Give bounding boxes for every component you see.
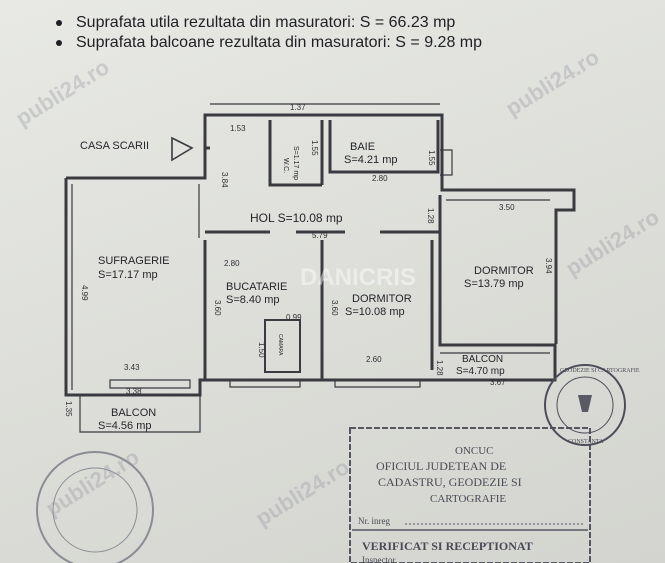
hol-label: HOL S=10.08 mp (250, 211, 343, 225)
sufragerie-name: SUFRAGERIE (98, 255, 170, 267)
dim-label: 5.79 (312, 231, 328, 240)
round-stamp-text: GEODEZIE SI CARTOGRAFIE (560, 368, 640, 374)
round-stamp-city: CONSTANTA (568, 439, 604, 445)
dim-label: 4.99 (80, 285, 89, 301)
plan-walls (64, 113, 576, 397)
stamp-cadastru: CADASTRU, GEODEZIE SI (378, 475, 522, 489)
balcony-area-text: Suprafata balcoane rezultata din masurat… (76, 34, 483, 51)
cadastre-stamp: ONCUC OFICIUL JUDETEAN DE CADASTRU, GEOD… (349, 427, 591, 563)
baie-name: BAIE (350, 141, 375, 153)
dim-label: 1.50 (257, 342, 266, 358)
dim-label: 2.80 (372, 174, 388, 183)
dim-label: 1.35 (64, 401, 73, 417)
stamp-inspector: Inspector (362, 555, 396, 563)
casa-scarii-label: CASA SCARII (80, 140, 149, 152)
camara-label: CAMARA (277, 334, 283, 356)
dim-label: 2.80 (224, 259, 240, 268)
balcon1-area: S=4.56 mp (98, 420, 152, 432)
stamp-oncuc: ONCUC (455, 445, 494, 457)
dim-label: 0.99 (286, 313, 302, 322)
balcon2-name: BALCON (462, 354, 503, 365)
baie-area: S=4.21 mp (344, 154, 398, 166)
bullet-dot (56, 39, 62, 46)
dim-label: 3.84 (220, 172, 229, 188)
dim-label: 1.37 (290, 103, 306, 112)
dormitor1-name: DORMITOR (352, 293, 412, 305)
dim-label: 3.43 (124, 363, 140, 372)
usable-area-line: Suprafata utila rezultata din masuratori… (56, 14, 455, 32)
dim-label: 3.60 (330, 300, 339, 316)
brand-watermark: DANICRIS (300, 264, 416, 291)
bullet-dot (56, 19, 62, 26)
dim-label: 1.28 (435, 360, 444, 376)
usable-area-text: Suprafata utila rezultata din masuratori… (76, 14, 456, 31)
dim-label: 1.53 (230, 124, 246, 133)
bucatarie-name: BUCATARIE (226, 281, 287, 293)
dim-label: 1.55 (427, 150, 436, 166)
dim-label: 3.67 (490, 378, 506, 387)
stamp-nr: Nr. inreg (358, 516, 390, 526)
bucatarie-area: S=8.40 mp (226, 294, 280, 306)
balcon2-area: S=4.70 mp (456, 366, 505, 377)
stamp-verificat: VERIFICAT SI RECEPTIONAT (362, 539, 533, 553)
coat-of-arms-icon (578, 395, 592, 412)
round-stamp-left (36, 451, 154, 563)
round-stamp-right: GEODEZIE SI CARTOGRAFIE CONSTANTA (544, 364, 640, 446)
dim-label: 3.60 (213, 300, 222, 316)
sufragerie-area: S=17.17 mp (98, 269, 158, 281)
stamp-cartografie: CARTOGRAFIE (430, 493, 506, 505)
wc-name: W.C. (282, 158, 289, 173)
plan-thin-lines (71, 103, 550, 433)
balcony-area-line: Suprafata balcoane rezultata din masurat… (56, 34, 482, 52)
dormitor2-area: S=13.79 mp (464, 278, 524, 290)
dim-label: 3.94 (544, 258, 553, 274)
dim-label: 3.50 (499, 203, 515, 212)
dim-label: 1.28 (426, 208, 435, 224)
dim-label: 1.55 (310, 140, 319, 156)
dim-label: 3.38 (126, 387, 142, 396)
balcon1-name: BALCON (111, 407, 156, 419)
stamp-oficiul: OFICIUL JUDETEAN DE (376, 459, 506, 473)
wc-area: S=1.17 mp (292, 146, 299, 180)
dormitor2-name: DORMITOR (474, 265, 534, 277)
dim-label: 2.60 (366, 355, 382, 364)
dormitor1-area: S=10.08 mp (345, 306, 405, 318)
